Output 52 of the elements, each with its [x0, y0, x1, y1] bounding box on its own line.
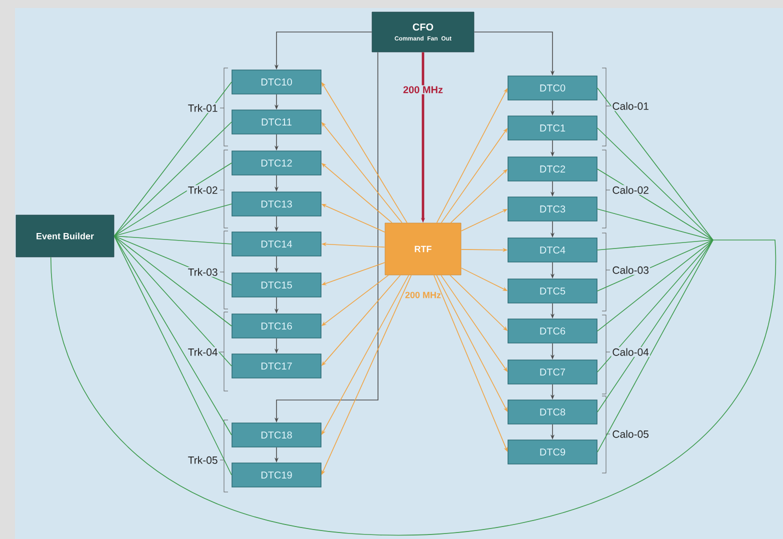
connector-line	[597, 128, 714, 240]
connector-line	[114, 236, 232, 244]
dtc-box: DTC6	[508, 318, 598, 344]
group-label: Calo-03	[611, 265, 650, 275]
dtc-box: DTC15	[232, 272, 322, 298]
connector-line	[114, 236, 232, 476]
connector-line	[114, 236, 232, 326]
connector-line	[114, 82, 232, 236]
dtc-box: DTC12	[232, 150, 322, 176]
dtc-box: DTC17	[232, 354, 322, 378]
connector-line	[597, 240, 714, 412]
dtc-box: DTC11	[232, 110, 322, 134]
connector-line	[50, 240, 776, 536]
group-label: Trk-04	[186, 347, 219, 357]
connector-line	[114, 162, 232, 236]
connector-line	[114, 204, 232, 236]
dtc-box: DTC8	[508, 400, 598, 424]
connector-line	[597, 240, 714, 332]
dtc-box: DTC7	[508, 360, 598, 384]
connector-line	[597, 240, 714, 250]
dtc-box: DTC16	[232, 314, 322, 338]
connector-line	[597, 240, 714, 452]
timing-box: RTF	[384, 222, 462, 276]
dtc-box: DTC2	[508, 156, 598, 182]
group-label: Calo-04	[611, 347, 650, 357]
connector-line	[597, 88, 714, 240]
dtc-box: DTC0	[508, 76, 598, 100]
group-label: Calo-05	[611, 429, 650, 439]
connector-line	[114, 236, 232, 436]
group-label: Trk-03	[186, 267, 219, 277]
connector-line	[114, 236, 232, 366]
builder-box: Event Builder	[16, 214, 114, 258]
dtc-box: DTC3	[508, 196, 598, 222]
group-label: Trk-02	[186, 185, 219, 195]
connector-line	[597, 208, 714, 240]
dtc-box: DTC1	[508, 116, 598, 140]
dtc-box: DTC5	[508, 278, 598, 304]
dtc-box: DTC14	[232, 232, 322, 256]
dtc-box: DTC13	[232, 192, 322, 216]
dtc-box: DTC19	[232, 462, 322, 488]
group-label: Trk-05	[186, 455, 219, 465]
connector-line	[597, 240, 714, 372]
frequency-label: 200 MHz	[405, 292, 441, 298]
dtc-box: DTC9	[508, 440, 598, 464]
group-label: Calo-02	[611, 185, 650, 195]
dtc-box: DTC4	[508, 238, 598, 262]
edge-label: 200 MHz	[402, 85, 444, 94]
group-label: Trk-01	[186, 103, 219, 113]
connector-line	[114, 122, 232, 236]
dtc-box: DTC18	[232, 422, 322, 448]
group-label: Calo-01	[611, 101, 650, 111]
dtc-box: DTC10	[232, 70, 322, 94]
